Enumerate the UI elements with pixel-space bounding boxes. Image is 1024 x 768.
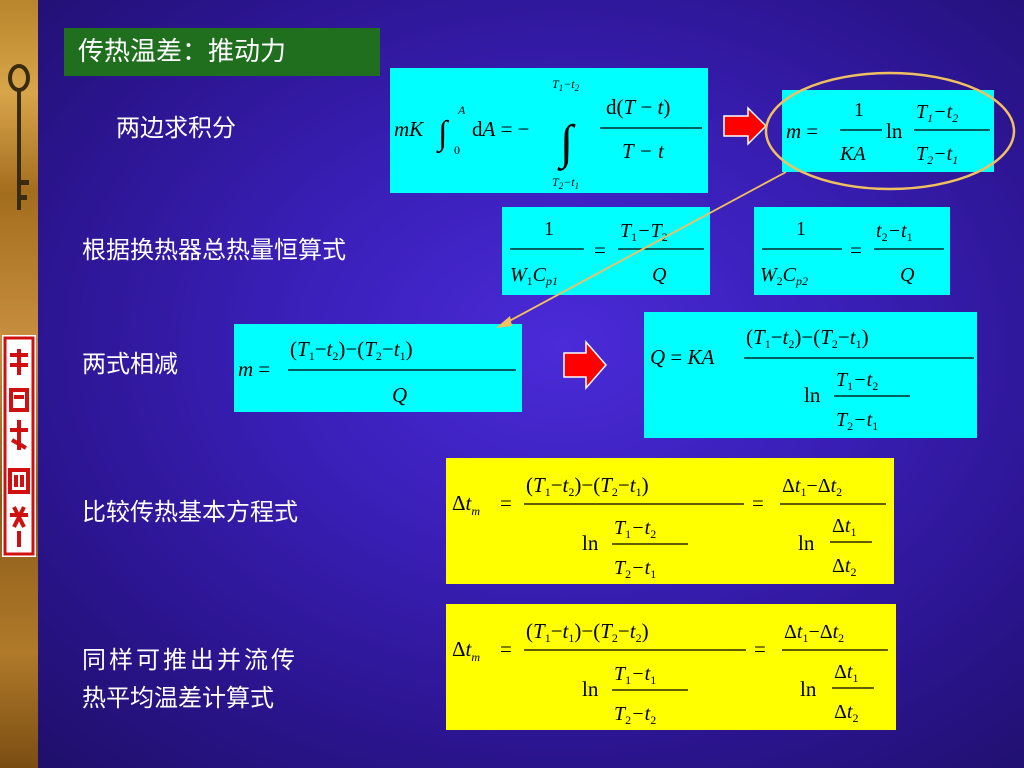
svg-text:ln: ln [886,119,903,143]
formula-lmtd-cocurrent: Δtm = (T1−t1)−(T2−t2) ln T1−t1 T2−t2 = Δ… [446,604,896,730]
svg-text:Δt1−Δt2: Δt1−Δt2 [784,621,844,645]
label-heat-balance: 根据换热器总热量恒算式 [82,236,346,264]
svg-text:Q = KA: Q = KA [650,345,715,369]
svg-text:dA = −: dA = − [472,117,530,141]
svg-text:T1−t2: T1−t2 [614,517,656,541]
right-arrow-icon [563,340,607,390]
svg-text:d(T − t): d(T − t) [606,95,670,119]
label-cocurrent-line2: 热平均温差计算式 [82,684,274,712]
svg-text:T2−t1: T2−t1 [614,557,656,581]
connector-line [499,171,787,327]
svg-text:T1−t2: T1−t2 [836,369,878,393]
formula-lmtd-countercurrent: Δtm = (T1−t2)−(T2−t1) ln T1−t2 T2−t1 = Δ… [446,458,894,584]
svg-text:1: 1 [796,218,806,240]
svg-text:ln: ln [582,677,599,701]
svg-text:=: = [500,637,512,661]
svg-text:∫: ∫ [436,115,450,154]
formula-cold-balance: 1 W2Cp2 = t2−t1 Q [754,207,950,295]
svg-text:0: 0 [454,143,460,157]
svg-text:1: 1 [544,218,554,240]
svg-text:Δt1−Δt2: Δt1−Δt2 [782,475,842,499]
svg-text:(T1−t2)−(T2−t1): (T1−t2)−(T2−t1) [290,337,413,363]
svg-text:ln: ln [798,531,815,555]
svg-text:Q: Q [900,264,915,286]
svg-text:T1−t1: T1−t1 [614,663,656,687]
svg-text:T2−t1: T2−t1 [552,175,579,191]
svg-text:T − t: T − t [622,139,665,163]
svg-text:ln: ln [800,677,817,701]
svg-text:=: = [754,637,766,661]
formula-integral: mK ∫ A 0 dA = − T1−t2 ∫ T2−t1 d(T − t) T… [390,68,708,193]
label-cocurrent-line1: 同样可推出并流传 [82,646,298,674]
label-subtract: 两式相减 [82,350,178,378]
svg-text:m =: m = [238,357,270,381]
svg-text:Q: Q [652,264,667,286]
svg-text:(T1−t1)−(T2−t2): (T1−t1)−(T2−t2) [526,619,649,645]
svg-text:T2−t1: T2−t1 [836,409,878,433]
key-icon [8,64,30,210]
svg-text:=: = [594,238,606,262]
svg-text:A: A [457,103,466,117]
svg-text:m =: m = [786,119,818,143]
formula-m-log: m = 1 KA ln T1−t2 T2−t1 [782,90,994,172]
page-title: 传热温差：推动力 [64,28,380,76]
svg-text:KA: KA [839,143,866,165]
svg-text:mK: mK [394,117,424,141]
highlight-ellipse [764,71,1016,191]
svg-text:T1−t2: T1−t2 [916,101,958,125]
seal-stamp [2,335,36,557]
svg-text:T2−t2: T2−t2 [614,703,656,727]
formula-subtract: m = (T1−t2)−(T2−t1) Q [234,324,522,412]
svg-text:Q: Q [392,383,407,407]
svg-text:=: = [752,491,764,515]
right-arrow-icon [723,106,768,146]
label-integrate: 两边求积分 [116,114,236,142]
svg-text:T1−t2: T1−t2 [552,77,580,93]
svg-text:1: 1 [854,99,864,121]
svg-text:T2−t1: T2−t1 [916,143,958,167]
formula-heat-rate: Q = KA (T1−t2)−(T2−t1) ln T1−t2 T2−t1 [644,312,977,438]
svg-text:ln: ln [804,383,821,407]
svg-text:∫: ∫ [557,116,576,171]
svg-text:ln: ln [582,531,599,555]
formula-hot-balance: 1 W1Cp1 = T1−T2 Q [502,207,710,295]
svg-text:=: = [500,491,512,515]
svg-text:W1Cp1: W1Cp1 [510,264,558,288]
label-compare: 比较传热基本方程式 [82,498,298,526]
svg-text:=: = [850,238,862,262]
connector-arrowhead [496,316,512,328]
